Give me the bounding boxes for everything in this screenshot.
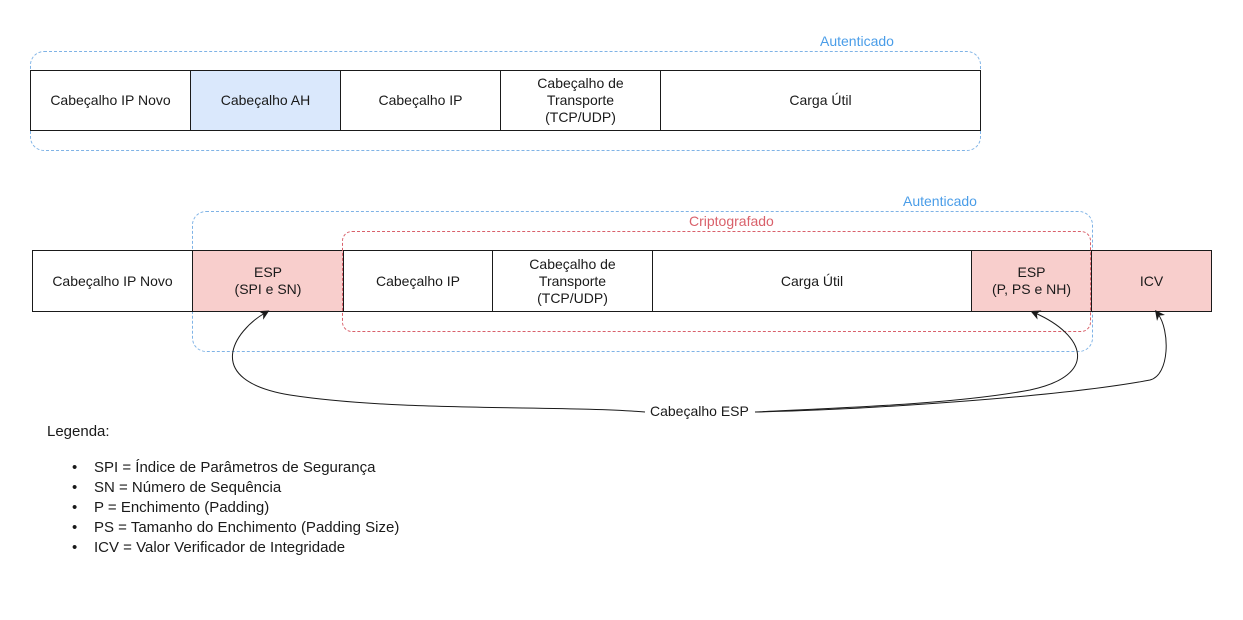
ah-header: Cabeçalho AH: [190, 70, 341, 131]
esp-trailer-p-ps-nh: ESP (P, PS e NH): [971, 250, 1092, 312]
ah-transport-header: Cabeçalho de Transporte (TCP/UDP): [500, 70, 661, 131]
legend-item: •SPI = Índice de Parâmetros de Segurança: [72, 459, 376, 476]
ah-new-ip-header: Cabeçalho IP Novo: [30, 70, 191, 131]
esp-authenticated-label: Autenticado: [903, 193, 977, 209]
ah-authenticated-label: Autenticado: [820, 33, 894, 49]
esp-ip-header: Cabeçalho IP: [343, 250, 493, 312]
legend-list: •SPI = Índice de Parâmetros de Segurança…: [47, 458, 399, 558]
esp-encrypted-region: [342, 231, 1091, 332]
legend-item: •P = Enchimento (Padding): [72, 499, 270, 516]
esp-encrypted-label: Criptografado: [687, 213, 776, 229]
esp-transport-header: Cabeçalho de Transporte (TCP/UDP): [492, 250, 653, 312]
arrow-to-icv: [754, 309, 1167, 413]
esp-new-ip-header: Cabeçalho IP Novo: [32, 250, 193, 312]
esp-icv: ICV: [1091, 250, 1212, 312]
esp-header-spi-sn: ESP (SPI e SN): [192, 250, 344, 312]
legend-item: •SN = Número de Sequência: [72, 479, 282, 496]
ah-payload: Carga Útil: [660, 70, 981, 131]
arrow-to-esp-trailer: [754, 310, 1079, 413]
ah-ip-header: Cabeçalho IP: [340, 70, 501, 131]
esp-payload: Carga Útil: [652, 250, 972, 312]
legend-item: •ICV = Valor Verificador de Integridade: [72, 539, 346, 556]
legend-item: •PS = Tamanho do Enchimento (Padding Siz…: [72, 519, 400, 536]
esp-header-label: Cabeçalho ESP: [649, 403, 750, 419]
arrow-to-esp-spi-sn: [232, 310, 646, 413]
legend-title: Legenda:: [47, 423, 110, 440]
